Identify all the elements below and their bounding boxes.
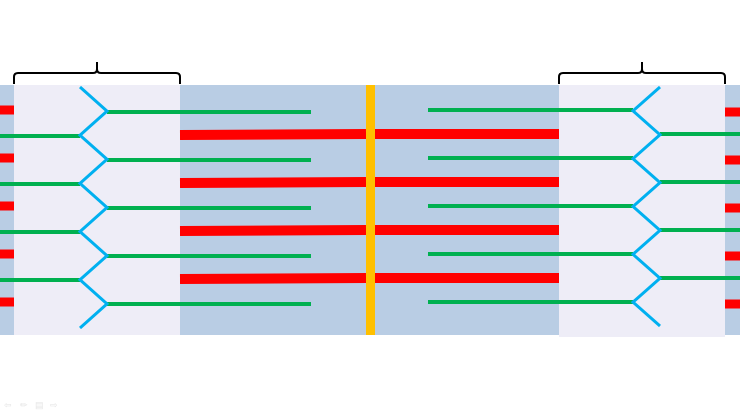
menu-icon[interactable]: ▤ <box>35 400 44 410</box>
thick-filament-left <box>179 177 367 188</box>
pen-icon[interactable]: ✏ <box>20 400 28 410</box>
bracket-left <box>13 62 181 84</box>
prev-icon[interactable]: ⇦ <box>4 400 12 410</box>
next-icon[interactable]: ⇨ <box>50 400 58 410</box>
z-line-left <box>77 85 110 330</box>
m-line <box>366 85 375 335</box>
thick-filament-left <box>179 225 367 236</box>
thick-filament-left <box>179 273 367 284</box>
thick-filament-left <box>179 129 367 140</box>
i-band-right <box>559 85 725 337</box>
bracket-right <box>558 62 726 84</box>
z-line-right <box>630 85 663 328</box>
